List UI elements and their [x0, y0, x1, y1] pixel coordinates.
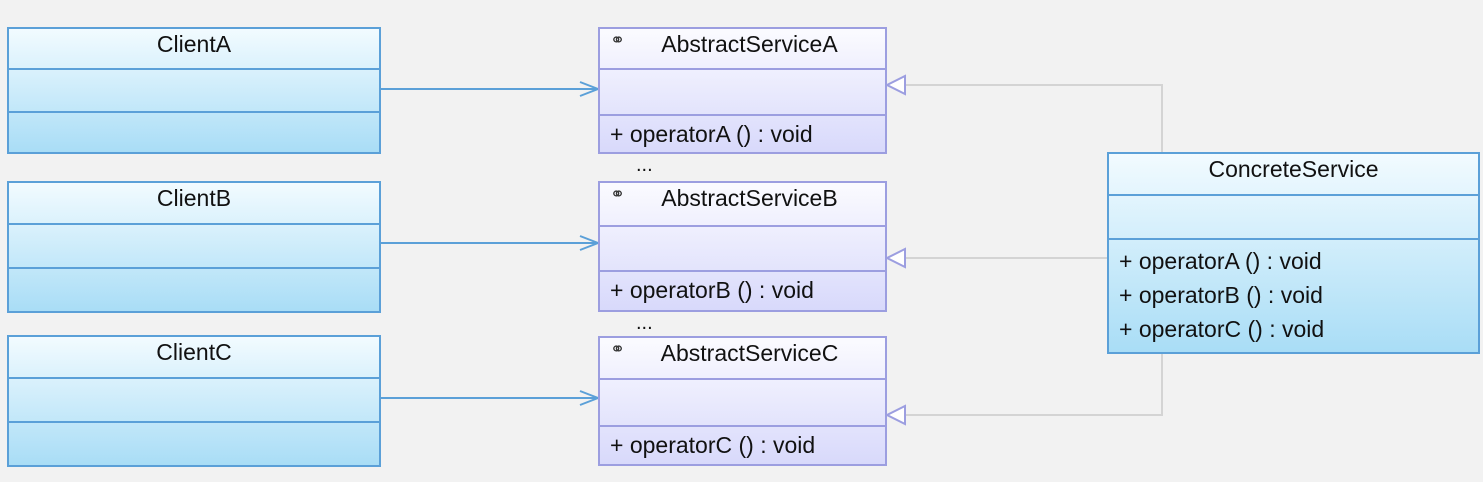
- realization-to-abstractservicec: [884, 354, 1163, 426]
- operation-item: + operatorB () : void: [1119, 282, 1323, 308]
- realization-to-abstractservicea: [884, 74, 1163, 152]
- realization-to-abstractserviceb: [884, 247, 1107, 269]
- class-name: ConcreteService: [1109, 154, 1478, 196]
- attributes-compartment: [1109, 196, 1478, 240]
- operation-item: + operatorC () : void: [610, 432, 816, 458]
- operations-compartment: [9, 423, 379, 465]
- attributes-compartment: [9, 379, 379, 423]
- class-name: AbstractServiceA: [661, 31, 838, 57]
- interface-marker-icon: ⚭: [610, 339, 626, 359]
- attributes-compartment: [600, 70, 885, 116]
- attributes-compartment: [9, 225, 379, 269]
- class-clientc[interactable]: ClientC: [7, 335, 381, 467]
- operation-item: + operatorA () : void: [610, 121, 813, 147]
- operation-item: + operatorC () : void: [1119, 316, 1325, 342]
- class-name-row: ⚭ AbstractServiceB: [600, 183, 885, 227]
- operation-item: + operatorA () : void: [1119, 248, 1322, 274]
- class-name: AbstractServiceC: [660, 340, 839, 366]
- ellipsis: ...: [636, 312, 653, 334]
- association-clientb-to-abstractserviceb: [380, 235, 601, 251]
- attributes-compartment: [600, 227, 885, 272]
- class-abstractserviceb[interactable]: ⚭ AbstractServiceB + operatorB () : void: [598, 181, 887, 312]
- attributes-compartment: [600, 380, 885, 427]
- class-name: ClientB: [9, 183, 379, 225]
- interface-marker-icon: ⚭: [610, 30, 626, 50]
- ellipsis: ...: [636, 154, 653, 176]
- operations-compartment: [9, 113, 379, 152]
- operations-compartment: + operatorA () : void + operatorB () : v…: [1109, 240, 1478, 352]
- attributes-compartment: [9, 70, 379, 113]
- operation-item: + operatorB () : void: [610, 277, 814, 303]
- class-name: AbstractServiceB: [661, 185, 838, 211]
- interface-marker-icon: ⚭: [610, 184, 626, 204]
- class-concreteservice[interactable]: ConcreteService + operatorA () : void + …: [1107, 152, 1480, 354]
- operations-compartment: [9, 269, 379, 311]
- class-name-row: ⚭ AbstractServiceC: [600, 338, 885, 380]
- class-clienta[interactable]: ClientA: [7, 27, 381, 154]
- class-name: ClientC: [9, 337, 379, 379]
- class-clientb[interactable]: ClientB: [7, 181, 381, 313]
- class-abstractservicea[interactable]: ⚭ AbstractServiceA + operatorA () : void: [598, 27, 887, 154]
- association-clientc-to-abstractservicec: [380, 390, 601, 406]
- class-name: ClientA: [9, 29, 379, 70]
- association-clienta-to-abstractservicea: [380, 81, 601, 97]
- class-name-row: ⚭ AbstractServiceA: [600, 29, 885, 70]
- class-abstractservicec[interactable]: ⚭ AbstractServiceC + operatorC () : void: [598, 336, 887, 466]
